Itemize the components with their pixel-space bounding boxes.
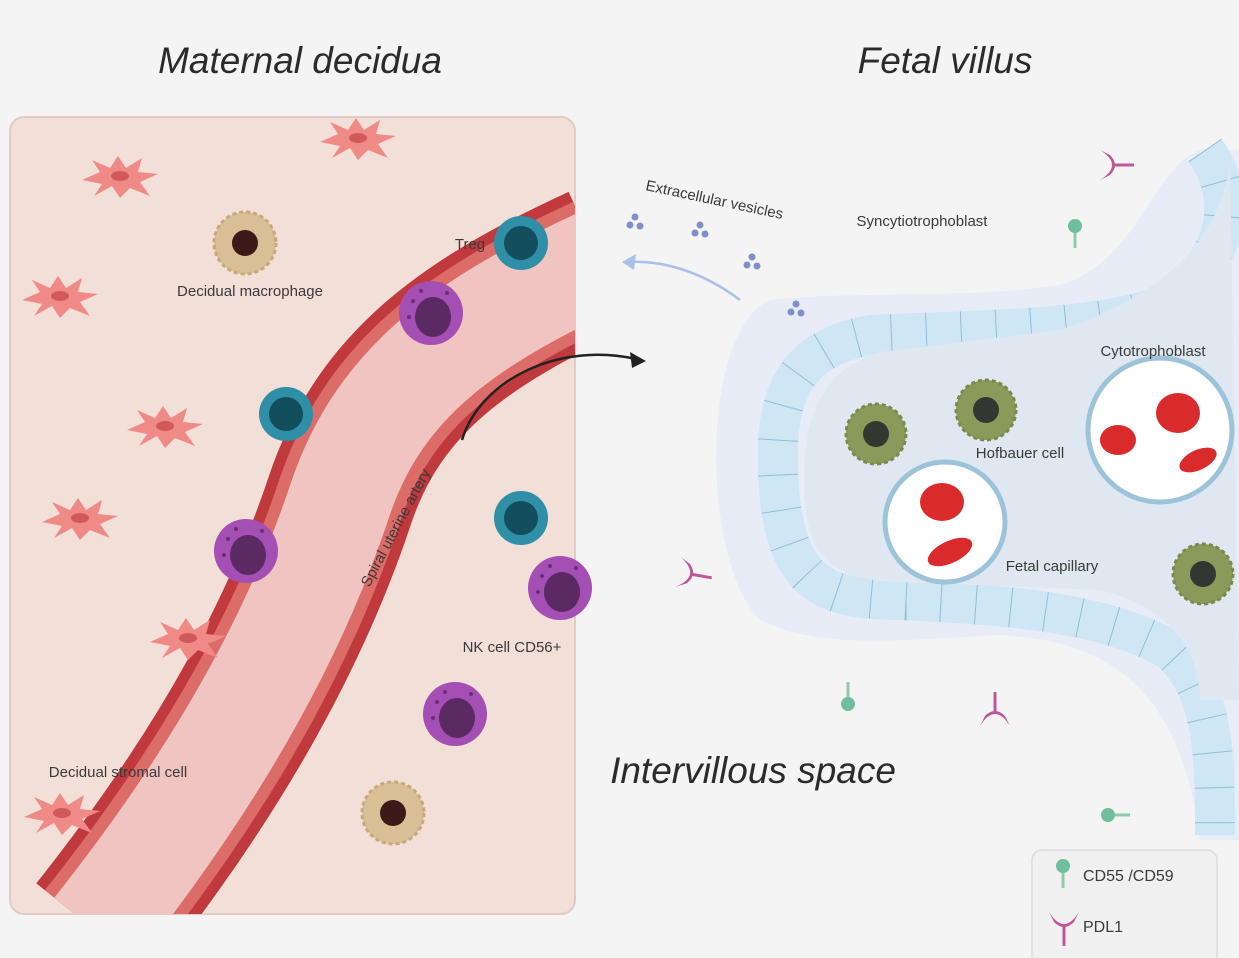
fetal-capillary: [1085, 355, 1235, 505]
fetal-villus-title: Fetal villus: [858, 40, 1033, 81]
pdl1-marker: [1098, 148, 1136, 182]
hofbauer-label: Hofbauer cell: [976, 445, 1064, 462]
extracellular-vesicles-label: Extracellular vesicles: [644, 177, 785, 223]
cytotrophoblast-label: Cytotrophoblast: [1100, 343, 1206, 360]
nk-cell: [423, 682, 487, 746]
decidual-macrophage-label: Decidual macrophage: [177, 283, 323, 300]
decidual-macrophage: [212, 210, 278, 276]
legend: CD55 /CD59 PDL1: [1031, 849, 1218, 958]
flow-arrow: [460, 353, 641, 441]
legend-label: CD55 /CD59: [1083, 868, 1174, 885]
decidual-stromal-label: Decidual stromal cell: [49, 764, 187, 781]
extracellular-vesicle-icon: [691, 221, 709, 238]
hofbauer-cell: [844, 402, 908, 466]
cd55-cd59-marker: [839, 680, 857, 713]
fetal-capillary: [882, 459, 1008, 585]
nk-cell: [399, 281, 463, 345]
nk-cell-label: NK cell CD56+: [463, 639, 562, 656]
fetal-capillary-label: Fetal capillary: [1006, 558, 1099, 575]
cd55-cd59-marker: [1066, 217, 1084, 250]
arrow-head-icon: [630, 352, 646, 368]
spiral-artery: [36, 191, 575, 914]
pdl1-marker: [978, 690, 1012, 728]
treg-cell: [494, 216, 548, 270]
legend-label: PDL1: [1083, 919, 1123, 936]
treg-cell: [259, 387, 313, 441]
nk-cell: [528, 556, 592, 620]
syncytiotrophoblast-label: Syncytiotrophoblast: [857, 213, 989, 230]
arrow-head-icon: [622, 254, 636, 270]
decidua-panel: Treg Decidual macrophage NK cell CD56+ D…: [9, 116, 592, 915]
hofbauer-cell: [1171, 542, 1235, 606]
treg-cell: [494, 491, 548, 545]
extracellular-vesicle-icon: [626, 213, 644, 230]
pdl1-marker: [674, 555, 716, 595]
vesicle-release-arrow: [627, 260, 741, 302]
intervillous-space-title: Intervillous space: [610, 750, 896, 791]
decidual-macrophage: [360, 780, 426, 846]
fetal-villus: Extracellular vesicles Syncytiotrophobla…: [622, 138, 1239, 840]
hofbauer-cell: [954, 378, 1018, 442]
treg-label: Treg: [455, 236, 485, 253]
extracellular-vesicle-icon: [743, 253, 761, 270]
maternal-decidua-title: Maternal decidua: [158, 40, 442, 81]
cd55-cd59-marker: [1099, 806, 1132, 824]
nk-cell: [214, 519, 278, 583]
